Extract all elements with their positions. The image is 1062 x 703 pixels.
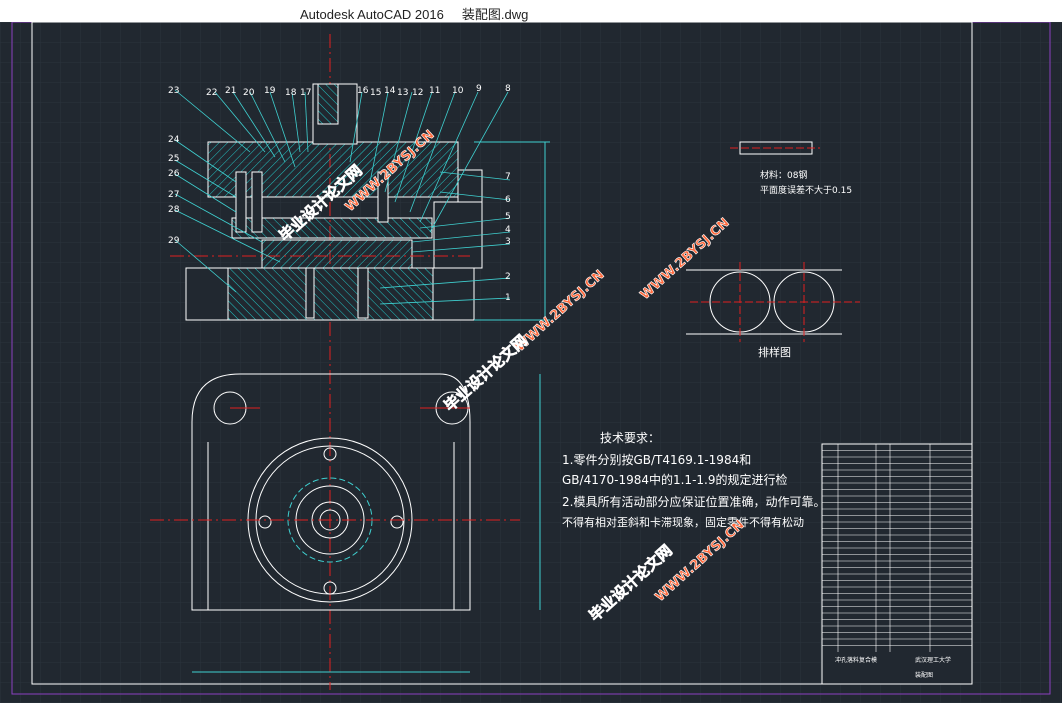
leader-lines: [174, 89, 511, 305]
tech-line1: 1.零件分别按GB/T4169.1-1984和: [562, 453, 751, 467]
balloon: 21: [225, 86, 236, 96]
strip-layout: [686, 262, 860, 342]
app-title: Autodesk AutoCAD 2016 装配图.dwg: [300, 7, 529, 22]
balloon: 10: [452, 86, 464, 96]
balloon: 29: [168, 236, 180, 246]
balloon: 6: [505, 195, 511, 205]
balloon: 28: [168, 205, 180, 215]
balloon: 26: [168, 169, 180, 179]
drawing-svg: 23 22 21 20 19 18 17 16 15 14 13 12 11 1…: [0, 22, 1062, 703]
balloon: 25: [168, 154, 179, 164]
title-school: 武汉理工大学: [915, 656, 951, 664]
outer-border: [11, 22, 1051, 695]
tech-line2: GB/4170-1984中的1.1-1.9的规定进行检: [562, 472, 787, 487]
balloon: 18: [285, 88, 297, 98]
balloon: 12: [412, 88, 423, 98]
plan-view: [150, 373, 541, 673]
inner-border: [31, 22, 973, 685]
balloon: 13: [397, 88, 408, 98]
balloons-right: 7 6 5 4 3 2 1: [505, 172, 511, 303]
balloon: 24: [168, 135, 180, 145]
tech-line4: 不得有相对歪斜和卡滞现象，固定零件不得有松动: [562, 515, 804, 529]
layout-label: 排样图: [758, 345, 791, 359]
title-block: 武汉理工大学 冲孔落料复合模 装配图: [821, 443, 973, 685]
part-detail: 材料：08钢 平面度误差不大于0.15: [730, 141, 852, 196]
drawing-canvas[interactable]: 23 22 21 20 19 18 17 16 15 14 13 12 11 1…: [0, 22, 1062, 703]
balloon: 11: [429, 86, 440, 96]
balloon: 7: [505, 172, 511, 182]
balloon: 22: [206, 88, 217, 98]
balloon: 3: [505, 237, 511, 247]
balloon: 17: [300, 88, 311, 98]
section-view: [170, 34, 550, 690]
balloon: 19: [264, 86, 276, 96]
balloon: 27: [168, 190, 179, 200]
title-drawing: 装配图: [915, 671, 933, 679]
tech-line3: 2.模具所有活动部分应保证位置准确，动作可靠。: [562, 494, 825, 509]
tech-requirements: 技术要求： 1.零件分别按GB/T4169.1-1984和 GB/4170-19…: [562, 431, 825, 529]
tech-title: 技术要求：: [600, 431, 660, 445]
balloon: 8: [505, 84, 511, 94]
balloon: 4: [505, 225, 511, 235]
balloon: 2: [505, 272, 511, 282]
balloons-top: 23 22 21 20 19 18 17 16 15 14 13 12 11 1…: [168, 84, 511, 98]
balloon: 16: [357, 86, 369, 96]
balloons-left: 24 25 26 27 28 29: [168, 135, 180, 246]
balloon: 14: [384, 86, 396, 96]
balloon: 23: [168, 86, 179, 96]
balloon: 9: [476, 84, 482, 94]
balloon: 20: [243, 88, 255, 98]
part-material: 材料：08钢: [760, 169, 807, 181]
title-subtitle: 冲孔落料复合模: [835, 656, 877, 664]
title-bar: Autodesk AutoCAD 2016 装配图.dwg: [0, 0, 1062, 23]
part-flatness: 平面度误差不大于0.15: [760, 184, 852, 196]
balloon: 15: [370, 88, 381, 98]
balloon: 5: [505, 212, 511, 222]
balloon: 1: [505, 293, 511, 303]
